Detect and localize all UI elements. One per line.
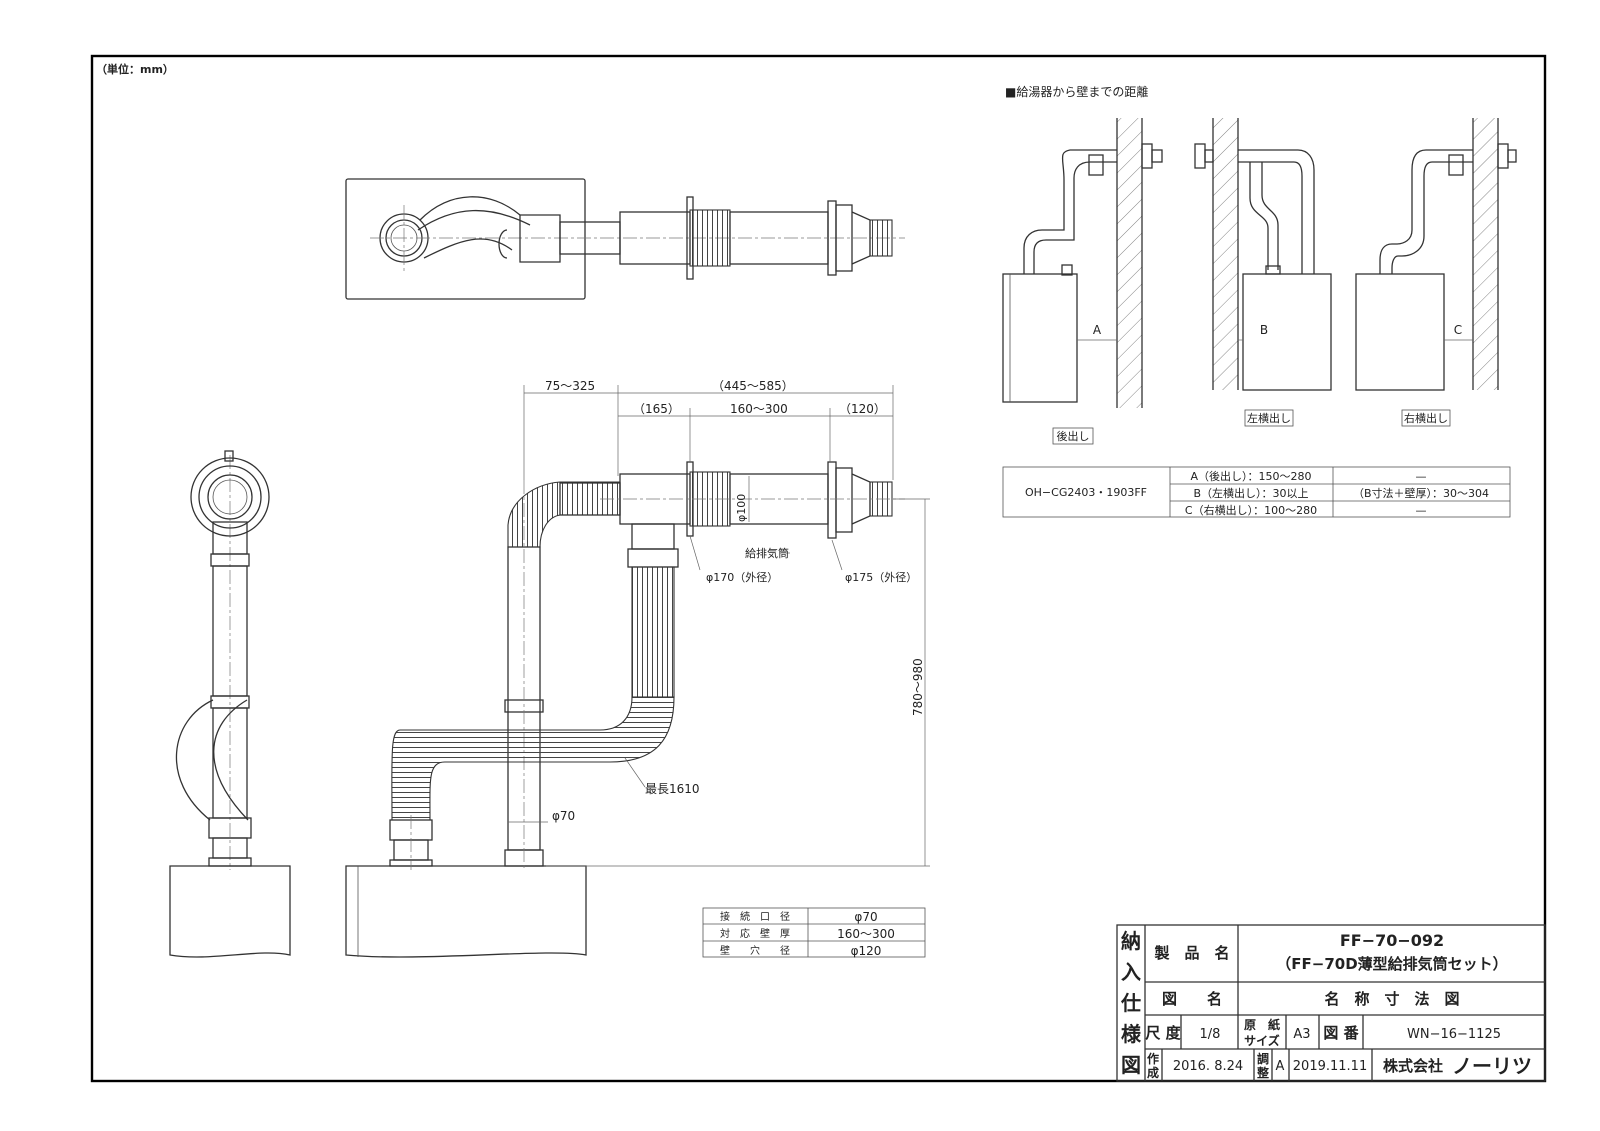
dim-phi175: φ175（外径）	[845, 571, 917, 584]
spec-label-connection: 接 続 口 径	[720, 910, 790, 923]
scale-value: 1/8	[1200, 1027, 1221, 1042]
spec-value-wall-thickness: 160〜300	[837, 927, 895, 941]
spec-value-wall-hole: φ120	[851, 944, 882, 958]
right-outlet-diagram	[1355, 118, 1517, 391]
drawing-name-label: 図 名	[1162, 990, 1222, 1008]
side-char-3: 仕	[1120, 991, 1141, 1015]
dim-165: （165）	[633, 402, 680, 416]
drawing-no-label: 図 番	[1323, 1024, 1359, 1042]
paper-value: A3	[1293, 1027, 1310, 1042]
spec-label-wall-thickness: 対 応 壁 厚	[720, 927, 790, 940]
dim-max-1610: 最長1610	[645, 782, 700, 796]
side-char-5: 図	[1121, 1053, 1141, 1077]
side-char-2: 入	[1121, 960, 1141, 984]
product-code: FF−70−092	[1340, 931, 1444, 950]
revised-label-1: 調	[1257, 1051, 1269, 1066]
caption-right: 右横出し	[1404, 411, 1448, 425]
drawing-no: WN−16−1125	[1407, 1027, 1501, 1042]
distance-row-a-range: A（後出し）：150〜280	[1190, 469, 1311, 483]
product-desc: （FF−70D薄型給排気筒セット）	[1276, 955, 1507, 973]
distance-row-b-note: （B寸法＋壁厚）：30〜304	[1353, 486, 1489, 500]
spec-table	[702, 907, 926, 958]
dim-120: （120）	[839, 402, 886, 416]
dim-phi100: φ100	[735, 494, 748, 522]
left-outlet-diagram	[1194, 118, 1332, 391]
created-date: 2016. 8.24	[1173, 1059, 1243, 1074]
paper-label-2: サイズ	[1244, 1033, 1280, 1048]
distance-section-title: ■給湯器から壁までの距離	[1005, 84, 1148, 99]
dim-phi70: φ70	[552, 809, 575, 823]
created-label-1: 作	[1147, 1051, 1159, 1066]
revised-label-2: 整	[1256, 1065, 1269, 1080]
side-char-1: 納	[1121, 929, 1141, 953]
scale-label: 尺 度	[1145, 1024, 1181, 1042]
product-name-label: 製 品 名	[1153, 944, 1229, 962]
dim-780-980: 780〜980	[911, 658, 925, 716]
company-logo-name: ノーリツ	[1452, 1054, 1532, 1078]
paper-label-1: 原 紙	[1244, 1017, 1280, 1032]
label-flue-pipe: 給排気筒	[745, 546, 789, 560]
drawing-frame	[90, 54, 1547, 1083]
created-label-2: 成	[1147, 1065, 1159, 1080]
label-c: C	[1454, 323, 1462, 337]
caption-rear: 後出し	[1057, 429, 1090, 443]
drawing-name: 名 称 寸 法 図	[1324, 990, 1459, 1008]
spec-value-connection: φ70	[854, 910, 877, 924]
distance-table	[1002, 466, 1511, 518]
dimension-lines	[508, 385, 930, 867]
caption-left: 左横出し	[1247, 411, 1291, 425]
distance-row-c-range: C（右横出し）：100〜280	[1185, 503, 1317, 517]
dim-75-325: 75〜325	[545, 379, 595, 393]
dim-445-585: （445〜585）	[712, 379, 794, 393]
revision: A	[1276, 1059, 1285, 1074]
distance-row-c-note: —	[1416, 504, 1427, 517]
distance-row-b-range: B（左横出し）：30以上	[1193, 486, 1308, 500]
spec-label-wall-hole: 壁 穴 径	[720, 944, 790, 957]
label-b: B	[1260, 323, 1268, 337]
distance-table-model: OH−CG2403・1903FF	[1025, 486, 1147, 499]
dim-160-300: 160〜300	[730, 402, 788, 416]
label-a: A	[1093, 323, 1102, 337]
title-block	[1116, 924, 1546, 1082]
top-view	[345, 178, 905, 300]
revised-date: 2019.11.11	[1293, 1059, 1367, 1074]
side-char-4: 様	[1121, 1022, 1142, 1046]
side-view	[169, 450, 291, 958]
unit-label: （単位：mm）	[96, 62, 174, 76]
rear-outlet-diagram	[1002, 118, 1163, 408]
dim-phi170: φ170（外径）	[706, 571, 778, 584]
front-view	[345, 461, 905, 958]
company-prefix: 株式会社	[1383, 1057, 1443, 1075]
distance-row-a-note: —	[1416, 470, 1427, 483]
